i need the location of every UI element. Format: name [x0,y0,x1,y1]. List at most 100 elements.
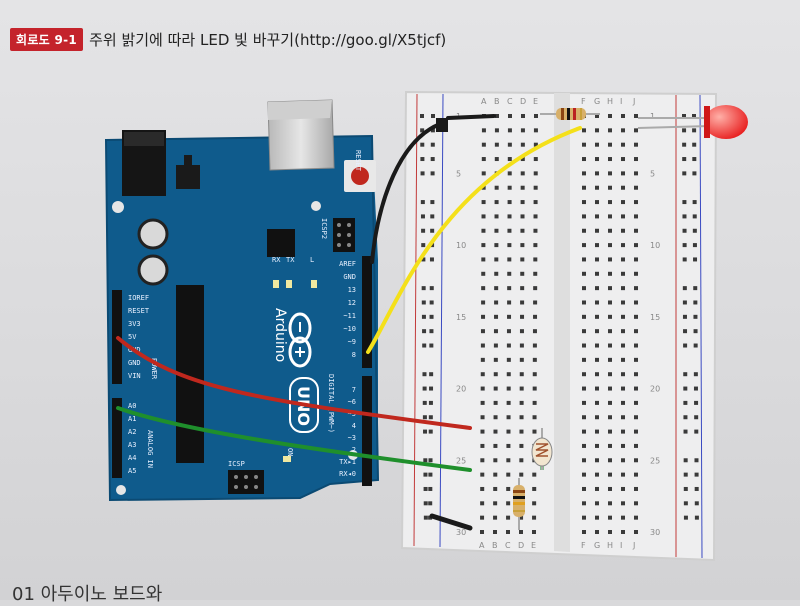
breadboard-hole [608,458,612,463]
breadboard-hole [519,400,524,405]
breadboard-hole [481,128,486,133]
breadboard-hole [582,243,586,248]
breadboard-hole [608,171,612,176]
rail-hole [694,429,699,434]
breadboard-hole [480,386,485,391]
breadboard-hole [480,458,485,463]
digital-pin-label: 7 [352,386,356,394]
breadboard-hole [595,400,599,405]
breadboard-hole [582,530,586,534]
arduino-board: RESET ICSP2 ICSP RX TX L [104,99,380,502]
rail-hole [429,300,434,305]
breadboard-hole [493,343,498,348]
breadboard-hole [493,458,498,463]
breadboard-hole [533,243,538,248]
breadboard-hole [532,386,537,391]
power-rail-stripe [413,93,418,547]
breadboard-hole [595,415,599,420]
breadboard-hole [634,443,638,448]
breadboard-hole [507,243,512,248]
breadboard-hole [621,472,625,477]
digital-pin-label: 4 [352,422,356,430]
breadboard-hole [532,429,537,434]
usb-chip [267,229,295,257]
breadboard-hole [634,243,638,248]
figure-badge: 회로도 9-1 [10,28,84,51]
breadboard-hole [634,200,638,205]
breadboard-hole [533,300,538,305]
row-label: 30 [456,528,466,537]
column-label: G [594,97,600,106]
breadboard-hole [595,486,599,491]
digital-header-low [362,376,372,486]
breadboard-hole [533,157,538,162]
breadboard-hole [621,114,625,118]
breadboard-hole [533,128,538,133]
digital-pin-label: ~5 [348,410,356,418]
breadboard-hole [493,443,498,448]
breadboard-hole [480,501,485,506]
breadboard-hole [595,300,599,305]
rail-hole [421,300,426,305]
breadboard-hole [493,415,498,420]
breadboard-hole [481,314,486,319]
breadboard-hole [634,530,638,534]
power-pin-label: GND [128,359,141,367]
rail-hole [682,114,686,118]
rail-hole [694,458,699,463]
wire-end [436,118,448,132]
breadboard-hole [608,300,612,305]
breadboard-hole [582,200,586,205]
breadboard-hole [532,372,537,377]
breadboard-hole [595,443,599,448]
rail-hole [683,429,688,434]
breadboard-hole [595,200,599,205]
breadboard-hole [595,530,599,534]
rail-hole [430,200,435,205]
breadboard-hole [493,429,498,434]
digital-pin-label: 12 [348,299,356,307]
breadboard-hole [506,458,511,463]
breadboard-hole [507,286,512,291]
rail-hole [694,501,699,506]
row-label: 20 [456,385,466,394]
digital-pin-label: 2 [352,446,356,454]
on-led [283,456,291,462]
breadboard-hole [494,142,499,147]
breadboard-hole [595,343,599,348]
breadboard-hole [634,228,638,233]
rx-label: RX [272,256,281,264]
column-label: E [531,541,536,550]
row-label: 30 [650,528,660,537]
breadboard-hole [481,286,486,291]
breadboard-hole [506,443,511,448]
breadboard-hole [533,142,538,147]
breadboard-hole [634,271,638,276]
breadboard-hole [519,458,524,463]
rail-hole [428,472,433,477]
breadboard-hole [608,357,612,362]
digital-pin-label: TX▸1 [339,458,356,466]
column-label: C [507,97,513,106]
breadboard-hole [506,501,511,506]
breadboard-hole [634,142,638,147]
row-label: 5 [456,169,461,178]
rail-hole [420,114,424,118]
breadboard-hole [595,228,599,233]
breadboard-hole [506,429,511,434]
column-label: A [479,541,485,550]
breadboard-hole [595,114,599,118]
rail-hole [682,128,687,133]
breadboard-hole [582,515,586,520]
breadboard-hole [595,243,599,248]
column-label: F [581,97,586,106]
breadboard-hole [520,228,525,233]
rail-hole [429,386,434,391]
breadboard-hole [493,386,498,391]
breadboard-hole [494,314,499,319]
breadboard-hole [493,329,498,334]
breadboard-hole [582,458,586,463]
breadboard-hole [506,530,510,534]
row-label: 25 [650,456,660,465]
column-label: D [520,97,526,106]
